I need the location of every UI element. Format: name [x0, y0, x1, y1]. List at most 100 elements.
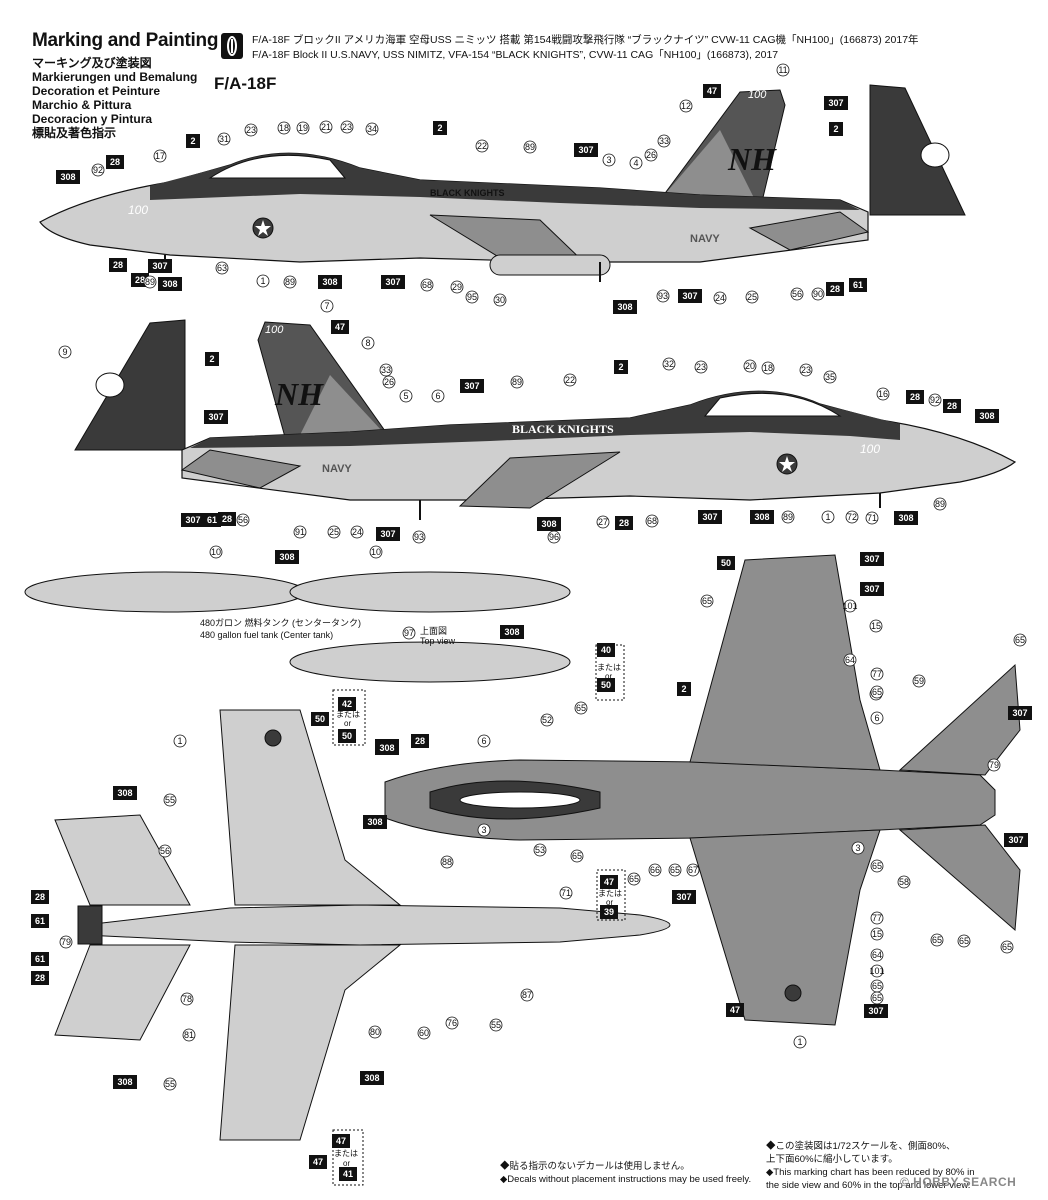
- callout-number: 16: [878, 389, 888, 399]
- callout-upper: 15: [870, 927, 884, 941]
- callout-circle: [91, 163, 105, 177]
- callout-number: 59: [914, 676, 924, 686]
- callout-circle: [340, 120, 354, 134]
- callout-number: 23: [246, 125, 256, 135]
- callout-number: 21: [321, 122, 331, 132]
- callout-circle: [933, 497, 947, 511]
- callout-side1: 28: [826, 282, 844, 296]
- callout-layer: 2312318192123342228930734263312471130723…: [31, 63, 1032, 1181]
- callout-number: 55: [491, 1020, 501, 1030]
- callout-circle: [679, 99, 693, 113]
- callout-upper: 3: [477, 823, 491, 837]
- callout-number: 56: [792, 289, 802, 299]
- callout-side2: 308: [894, 511, 918, 525]
- callout-side1: 308: [158, 277, 182, 291]
- callout-number: 93: [414, 532, 424, 542]
- callout-circle: [745, 290, 759, 304]
- callout-circle: [293, 525, 307, 539]
- callout-upper: 64: [870, 948, 884, 962]
- decal-code-box: [331, 320, 349, 334]
- watermark: © HOBBY SEARCH: [900, 1175, 1017, 1189]
- tank-label-jp: 480ガロン 燃料タンク (センタータンク): [200, 617, 361, 628]
- callout-side1: 68: [420, 278, 434, 292]
- fuel-tank-side: [24, 571, 306, 613]
- callout-number: 22: [565, 375, 575, 385]
- callout-upper: 65: [574, 701, 588, 715]
- decal-code-box: [375, 741, 399, 755]
- alt-or-en-3: or: [606, 898, 613, 907]
- callout-side1: 21: [319, 120, 333, 134]
- callout-number: 23: [801, 365, 811, 375]
- decal-code: 307: [702, 512, 717, 522]
- decal-code-box: [750, 510, 774, 524]
- decal-code: 61: [207, 515, 217, 525]
- decal-code: 308: [504, 627, 519, 637]
- callout-lower: 81: [182, 1028, 196, 1042]
- callout-lower: 50: [338, 729, 356, 743]
- callout-circle: [930, 933, 944, 947]
- callout-circle: [793, 1035, 807, 1049]
- callout-number: 24: [352, 527, 362, 537]
- decal-code: 308: [617, 302, 632, 312]
- callout-side2: 307: [698, 510, 722, 524]
- callout-side2: 72: [845, 510, 859, 524]
- decal-code-box: [113, 786, 137, 800]
- callout-side2: 6: [431, 389, 445, 403]
- decal-code-box: [537, 517, 561, 531]
- callout-upper: 65: [1000, 940, 1014, 954]
- callout-lower: 80: [368, 1025, 382, 1039]
- decal-code-box: [338, 697, 356, 711]
- callout-circle: [596, 515, 610, 529]
- callout-number: 81: [184, 1030, 194, 1040]
- callout-side1: 61: [849, 278, 867, 292]
- callout-side1: 307: [574, 143, 598, 157]
- callout-circle: [327, 525, 341, 539]
- callout-lower: 76: [445, 1016, 459, 1030]
- callout-number: 3: [481, 825, 486, 835]
- callout-upper: 52: [540, 713, 554, 727]
- decal-code: 307: [380, 529, 395, 539]
- callout-circle: [440, 855, 454, 869]
- tail-code-2: NH: [274, 376, 324, 412]
- decal-code-box: [275, 550, 299, 564]
- callout-number: 10: [371, 547, 381, 557]
- callout-upper: 64: [843, 653, 857, 667]
- decal-code: 307: [185, 515, 200, 525]
- callout-upper: 65: [870, 685, 884, 699]
- top-view-jp: 上面図: [420, 626, 447, 636]
- callout-side2: 307: [460, 379, 484, 393]
- decal-code: 308: [117, 788, 132, 798]
- callout-side1: 95: [465, 290, 479, 304]
- callout-circle: [644, 148, 658, 162]
- decal-code: 307: [208, 412, 223, 422]
- callout-side2: 23: [799, 363, 813, 377]
- callout-side1: 26: [644, 148, 658, 162]
- decal-code: 308: [979, 411, 994, 421]
- decal-code-box: [181, 513, 205, 527]
- callout-number: 56: [238, 515, 248, 525]
- callout-circle: [450, 280, 464, 294]
- decal-code-box: [332, 1134, 350, 1148]
- decal-code-box: [600, 905, 618, 919]
- callout-upper: 65: [700, 594, 714, 608]
- decal-code-box: [56, 170, 80, 184]
- variant-jp: F/A-18F ブロックII アメリカ海軍 空母USS ニミッツ 搭載 第154…: [252, 34, 919, 46]
- callout-lower: 308: [113, 786, 137, 800]
- decal-code-box: [698, 510, 722, 524]
- decal-code: 28: [222, 514, 232, 524]
- callout-side2: 89: [933, 497, 947, 511]
- modex-tail-2: 100: [265, 324, 284, 336]
- callout-circle: [870, 859, 884, 873]
- decal-code-box: [829, 122, 843, 136]
- callout-circle: [869, 619, 883, 633]
- decal-code: 307: [385, 277, 400, 287]
- callout-upper: 101: [842, 599, 858, 613]
- callout-number: 33: [381, 365, 391, 375]
- callout-side2: 89: [781, 510, 795, 524]
- callout-upper: 66: [648, 863, 662, 877]
- lower-wing-bottom: [219, 944, 402, 1141]
- decal-code: 2: [190, 136, 195, 146]
- callout-side1: 89: [283, 275, 297, 289]
- callout-lower: 56: [158, 844, 172, 858]
